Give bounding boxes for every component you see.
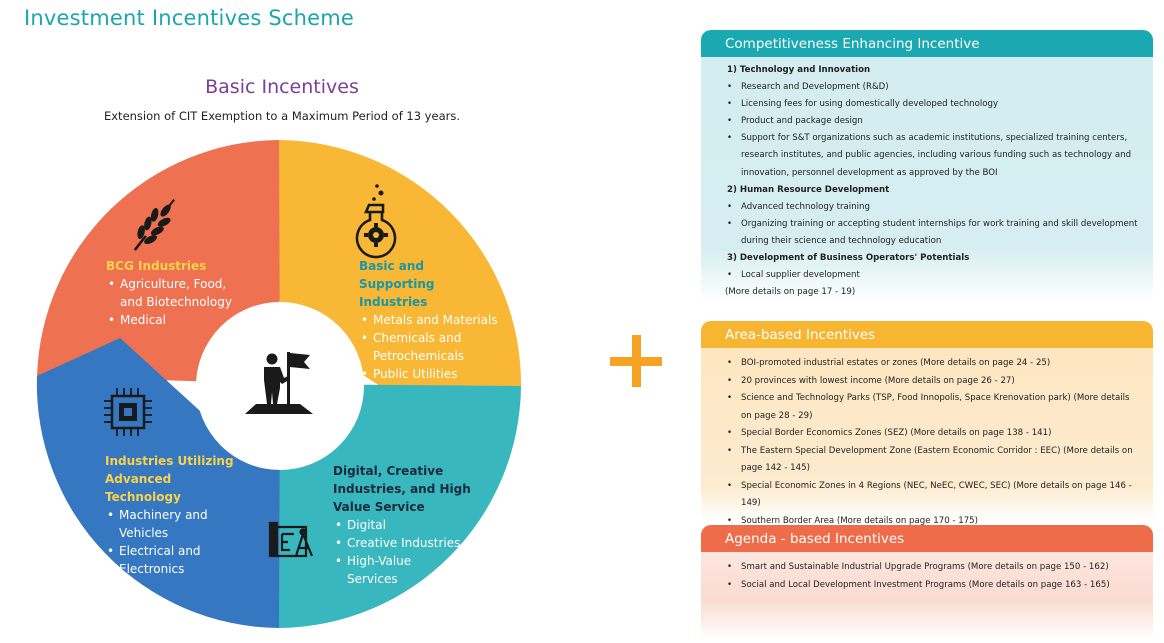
list-item: Research and Development (R&D) [727,79,1139,96]
segment-basic-supporting-heading: Basic and Supporting Industries [359,259,435,309]
person-flag-icon [245,352,313,414]
flask-gear-icon [355,184,397,259]
area-based-panel: Area-based Incentives BOI-promoted indus… [701,321,1153,530]
list-item: Advanced technology training [727,199,1139,216]
agenda-based-panel-title: Agenda - based Incentives [701,525,1153,552]
section-heading: 3) Development of Business Operators' Po… [727,253,970,264]
list-item: The Eastern Special Development Zone (Ea… [727,443,1139,478]
segment-basic-supporting-text: Basic and Supporting Industries Metals a… [359,257,499,383]
list-item: Electrical and Electronics [105,542,214,578]
section-heading: 2) Human Resource Development [727,184,890,195]
area-based-panel-body: BOI-promoted industrial estates or zones… [701,348,1153,530]
segment-advanced-tech-heading: Industries Utilizing Advanced Technology [105,454,234,504]
segment-bcg-text: BCG Industries Agriculture, Food, and Bi… [106,257,246,329]
blueprint-icon [268,521,314,558]
plus-icon [610,335,662,387]
list-item: Product and package design [727,113,1139,130]
list-item: Agriculture, Food, and Biotechnology [106,275,246,311]
competitiveness-panel-body: 1) Technology and InnovationResearch and… [701,57,1153,301]
list-item: Social and Local Development Investment … [727,577,1139,595]
segment-digital-text: Digital, Creative Industries, and High V… [333,462,498,588]
section-heading: 1) Technology and Innovation [727,65,871,75]
agenda-based-panel: Agenda - based Incentives Smart and Sust… [701,525,1153,640]
list-item: Licensing fees for using domestically de… [727,96,1139,113]
list-item: BOI-promoted industrial estates or zones… [727,355,1139,373]
list-item: Medical [106,311,246,329]
list-item: Special Economic Zones in 4 Regions (NEC… [727,478,1139,513]
more-details-note: (More details on page 17 - 19) [725,287,856,298]
list-item: Organizing training or accepting student… [727,216,1139,250]
basic-incentives-subtitle: Extension of CIT Exemption to a Maximum … [103,109,460,123]
list-item: Creative Industries [333,534,498,552]
list-item: Local supplier development [727,267,1139,284]
list-item: Southern Border Area (More details on pa… [727,513,1139,531]
list-item: Special Border Economics Zones (SEZ) (Mo… [727,425,1139,443]
list-item: Science and Technology Parks (TSP, Food … [727,390,1139,425]
list-item: Metals and Materials [359,311,499,329]
wheat-icon [133,199,175,251]
segment-bcg-heading: BCG Industries [106,259,207,273]
list-item: Digital [333,516,498,534]
list-item: Chemicals and Petrochemicals [359,329,499,365]
basic-incentives-title: Basic Incentives [205,76,359,98]
segment-digital-heading: Digital, Creative Industries, and High V… [333,464,471,514]
list-item: Support for S&T organizations such as ac… [727,130,1139,181]
page-title: Investment Incentives Scheme [24,6,355,30]
area-based-panel-title: Area-based Incentives [701,321,1153,348]
list-item: High-Value Services [333,552,437,588]
list-item: Machinery and Vehicles [105,506,214,542]
agenda-based-panel-body: Smart and Sustainable Industrial Upgrade… [701,552,1153,594]
competitiveness-panel-title: Competitiveness Enhancing Incentive [701,30,1153,57]
list-item: 20 provinces with lowest income (More de… [727,373,1139,391]
list-item: Public Utilities [359,365,499,383]
competitiveness-panel: Competitiveness Enhancing Incentive 1) T… [701,30,1153,302]
list-item: Smart and Sustainable Industrial Upgrade… [727,559,1139,577]
segment-advanced-tech-text: Industries Utilizing Advanced Technology… [105,452,245,578]
chip-icon [104,388,152,436]
segment-advanced-tech [36,338,281,628]
